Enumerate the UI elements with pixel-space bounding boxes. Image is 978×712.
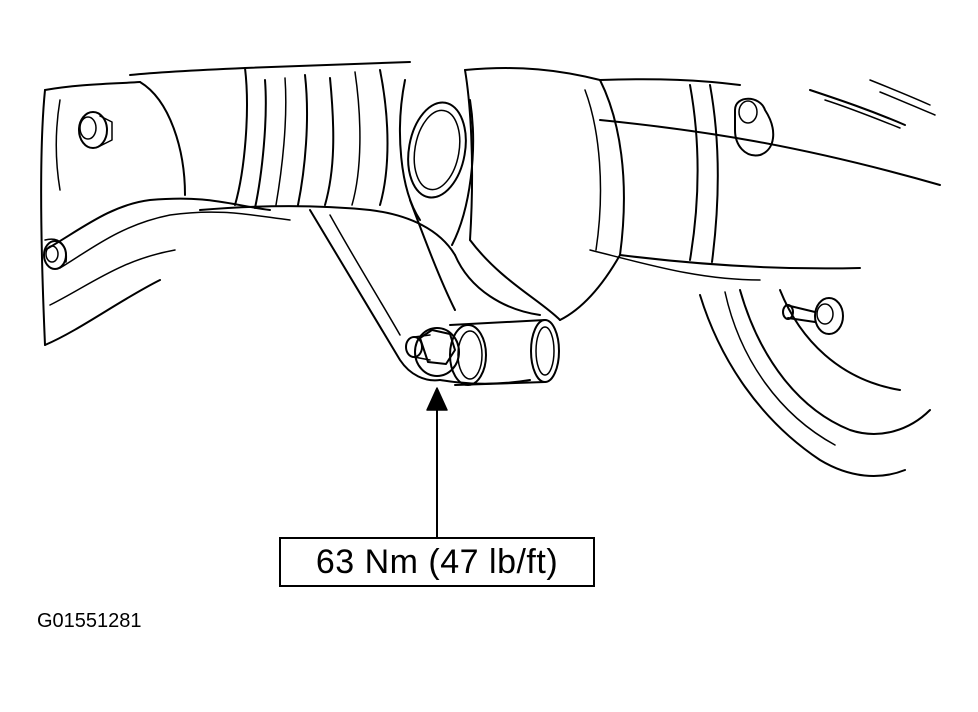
right-bolt-icon: [782, 297, 844, 335]
bushing-sleeve: [449, 319, 560, 386]
lower-right-arm: [699, 289, 931, 477]
main-tube: [454, 67, 625, 321]
figure-id-label: G01551281: [37, 610, 142, 632]
left-housing-outline: [40, 81, 291, 346]
middle-left-bolt-icon: [43, 238, 68, 270]
torque-callout: 63 Nm (47 lb/ft): [279, 537, 595, 587]
right-frame-rail: [589, 78, 941, 281]
crossmember-casting: [129, 61, 456, 256]
mount-bracket: [309, 199, 531, 385]
upper-right-boss-icon: [734, 97, 775, 157]
callout-arrow: [426, 387, 448, 538]
torque-spec-text: 63 Nm (47 lb/ft): [315, 542, 559, 581]
upper-left-bolt-icon: [78, 111, 113, 149]
torque-bolt-icon: [405, 327, 460, 377]
